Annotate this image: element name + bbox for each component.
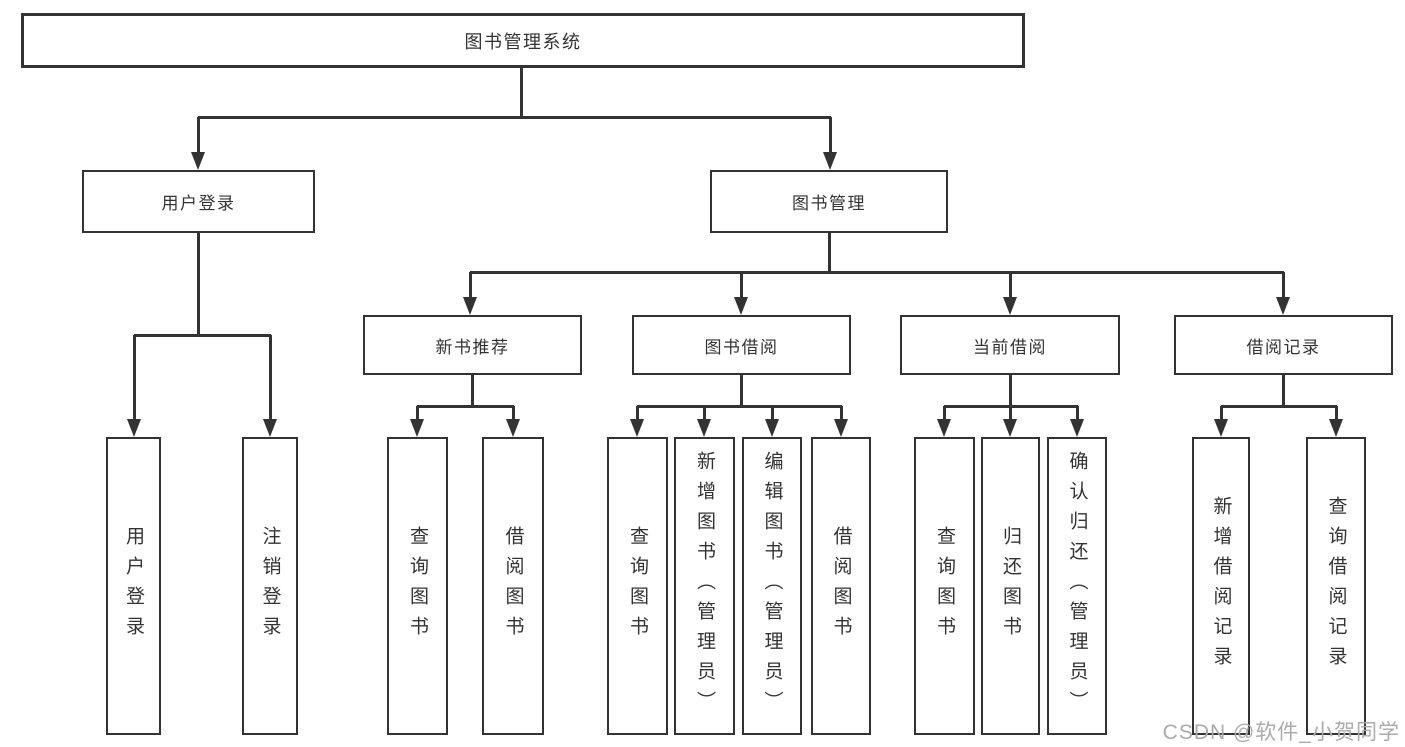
connector-line <box>1009 375 1012 407</box>
node-label: 编辑图书（管理员） <box>761 451 783 721</box>
connector-line <box>417 405 514 408</box>
node-leaf-recommend-query-book: 查询图书 <box>387 437 448 735</box>
arrow-down-icon <box>463 297 477 315</box>
arrow-down-icon <box>191 152 205 170</box>
connector-line <box>1335 406 1338 420</box>
node-label: 图书借阅 <box>704 337 779 357</box>
connector-line <box>197 233 200 336</box>
node-leaf-edit-book-admin: 编辑图书（管理员） <box>742 437 802 735</box>
node-label: 新书推荐 <box>435 337 510 357</box>
connector-line <box>1282 272 1285 298</box>
node-label: 用户登录 <box>123 526 144 646</box>
arrow-down-icon <box>1276 297 1290 315</box>
connector-line <box>828 233 831 273</box>
connector-line <box>416 406 419 420</box>
node-label: 用户登录 <box>161 194 236 213</box>
node-borrow-records: 借阅记录 <box>1174 315 1393 375</box>
connector-line <box>636 406 639 420</box>
node-leaf-borrow-query-book: 查询图书 <box>607 437 668 735</box>
node-current-borrow: 当前借阅 <box>900 315 1120 375</box>
arrow-down-icon <box>127 419 141 437</box>
node-label: 借阅图书 <box>502 526 524 646</box>
arrow-down-icon <box>410 419 424 437</box>
arrow-down-icon <box>765 419 779 437</box>
node-user-login: 用户登录 <box>82 170 315 233</box>
node-label: 归还图书 <box>1000 526 1021 646</box>
arrow-down-icon <box>937 419 951 437</box>
node-label: 图书管理系统 <box>464 31 582 52</box>
arrow-down-icon <box>823 152 837 170</box>
connector-line <box>1009 272 1012 298</box>
connector-line <box>469 272 472 298</box>
arrow-down-icon <box>1003 297 1017 315</box>
node-label: 图书管理 <box>792 194 866 213</box>
node-leaf-borrow-book: 借阅图书 <box>811 437 871 735</box>
connector-line <box>1009 406 1012 420</box>
connector-line <box>1076 406 1079 420</box>
node-label: 查询图书 <box>407 526 428 646</box>
connector-line <box>829 117 832 153</box>
connector-line <box>269 335 272 420</box>
arrow-down-icon <box>506 419 520 437</box>
connector-line <box>740 375 743 407</box>
node-leaf-logout: 注销登录 <box>242 437 298 735</box>
connector-line <box>840 406 843 420</box>
connector-line <box>1282 375 1285 407</box>
node-label: 当前借阅 <box>973 337 1047 357</box>
arrow-down-icon <box>697 419 711 437</box>
arrow-down-icon <box>263 419 277 437</box>
node-label: 查询图书 <box>627 526 648 646</box>
node-leaf-add-borrow-record: 新增借阅记录 <box>1192 437 1250 735</box>
node-label: 借阅记录 <box>1246 337 1321 357</box>
node-label: 查询借阅记录 <box>1325 496 1347 676</box>
node-system-root: 图书管理系统 <box>21 13 1025 68</box>
node-label: 新增借阅记录 <box>1210 496 1232 676</box>
connector-line <box>470 271 1284 274</box>
connector-line <box>703 406 706 420</box>
connector-line <box>740 272 743 298</box>
arrow-down-icon <box>1214 419 1228 437</box>
connector-line <box>197 117 200 153</box>
arrow-down-icon <box>1329 419 1343 437</box>
csdn-watermark: CSDN @软件_小贺同学 <box>1162 721 1400 744</box>
arrow-down-icon <box>630 419 644 437</box>
connector-line <box>198 116 831 119</box>
node-label: 查询图书 <box>934 526 955 646</box>
connector-line <box>943 406 946 420</box>
arrow-down-icon <box>1070 419 1084 437</box>
node-label: 确认归还（管理员） <box>1066 451 1088 721</box>
node-new-book-recommend: 新书推荐 <box>363 315 582 375</box>
connector-line <box>1221 405 1337 408</box>
connector-line <box>1220 406 1223 420</box>
node-leaf-return-book: 归还图书 <box>981 437 1040 735</box>
node-leaf-confirm-return-admin: 确认归还（管理员） <box>1047 437 1107 735</box>
node-book-borrow: 图书借阅 <box>632 315 851 375</box>
arrow-down-icon <box>834 419 848 437</box>
node-leaf-query-borrow-record: 查询借阅记录 <box>1306 437 1366 735</box>
connector-line <box>134 334 271 337</box>
node-label: 注销登录 <box>259 526 281 646</box>
node-label: 借阅图书 <box>830 526 852 646</box>
node-leaf-add-book-admin: 新增图书（管理员） <box>674 437 735 735</box>
connector-line <box>637 405 842 408</box>
node-leaf-current-query-book: 查询图书 <box>914 437 975 735</box>
connector-line <box>133 335 136 420</box>
connector-line <box>512 406 515 420</box>
node-book-management: 图书管理 <box>710 170 948 233</box>
connector-line <box>520 68 523 117</box>
node-leaf-user-login: 用户登录 <box>106 437 161 735</box>
node-label: 新增图书（管理员） <box>694 451 715 721</box>
connector-line <box>471 375 474 407</box>
arrow-down-icon <box>734 297 748 315</box>
connector-line <box>771 406 774 420</box>
arrow-down-icon <box>1003 419 1017 437</box>
node-leaf-recommend-borrow-book: 借阅图书 <box>482 437 544 735</box>
